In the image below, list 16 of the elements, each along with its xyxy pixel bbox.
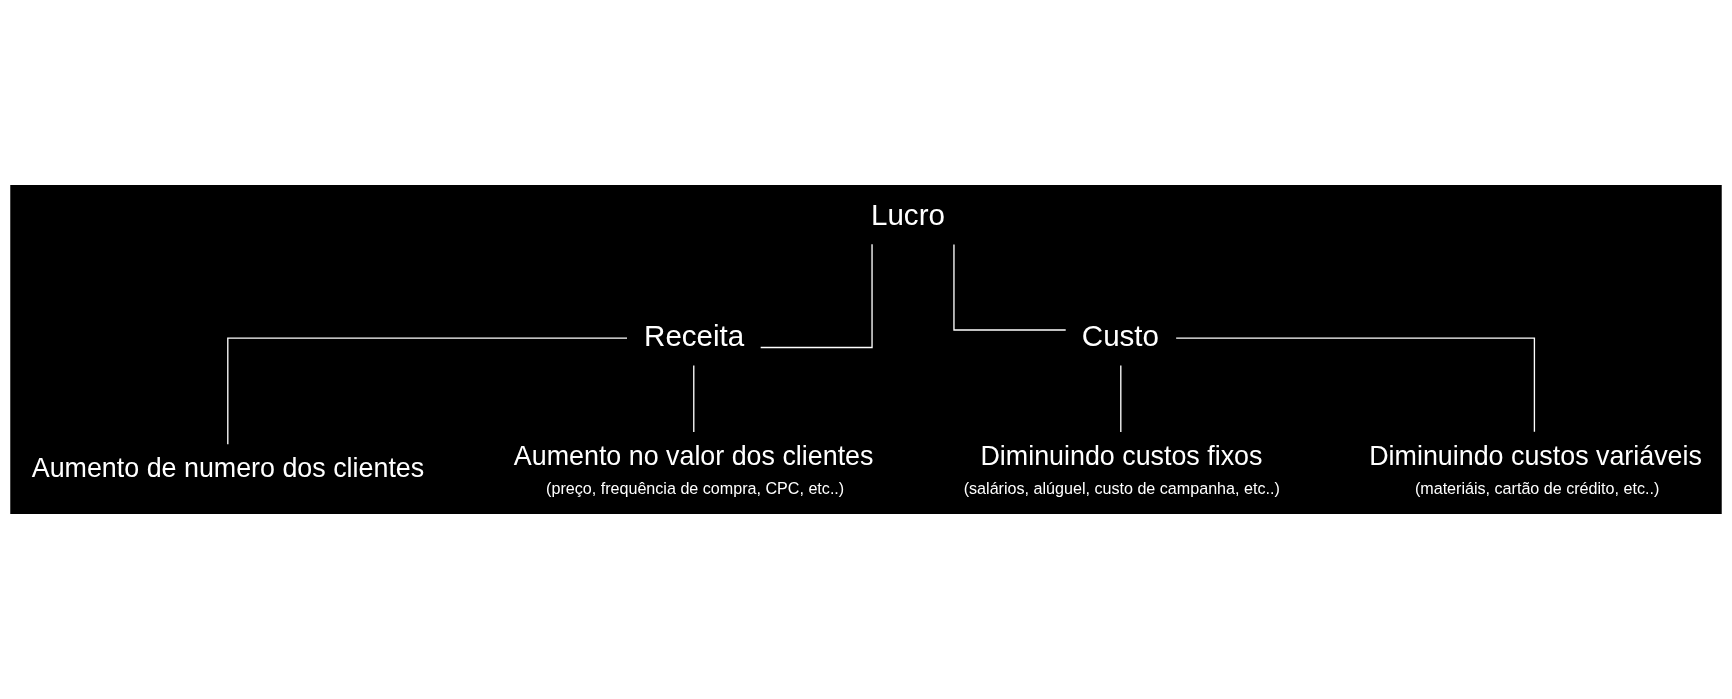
connector	[1175, 337, 1536, 433]
connector	[693, 364, 695, 433]
node-text: Diminuindo custos fixos	[980, 440, 1263, 471]
node-label: (salários, alúguel, custo de campanha, etc..)	[963, 478, 1280, 497]
node-label: (materiáis, cartão de crédito, etc..)	[1414, 478, 1660, 497]
node-text: Custo	[1081, 318, 1160, 352]
node-text: Diminuindo custos variáveis	[1369, 440, 1702, 471]
node-text: Lucro	[871, 197, 945, 231]
connector	[227, 337, 628, 445]
connector	[1120, 364, 1122, 433]
node-text: Aumento no valor dos clientes	[513, 440, 874, 471]
node-label: (preço, frequência de compra, CPC, etc..)	[546, 478, 845, 497]
node-text: Receita	[644, 318, 745, 352]
connector	[953, 243, 1067, 331]
node-text: Aumento de numero dos clientes	[31, 453, 425, 484]
connector	[760, 243, 873, 349]
